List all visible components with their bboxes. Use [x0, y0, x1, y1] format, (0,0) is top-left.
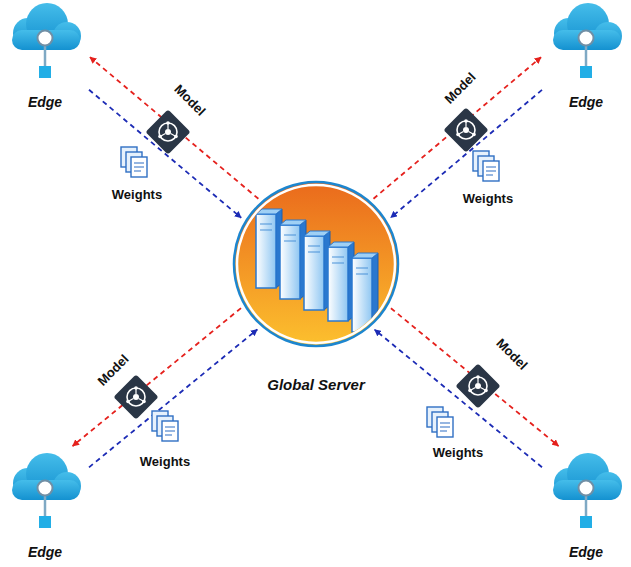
model-label: Model [93, 350, 133, 390]
model-arrow [73, 308, 241, 446]
edge-node: Edge [4, 0, 86, 112]
model-arrow [391, 308, 559, 446]
weights-label: Weights [461, 191, 515, 206]
weights-label: Weights [431, 445, 485, 460]
weights-label: Weights [110, 187, 164, 202]
server-label: Global Server [267, 376, 365, 393]
edge-node: Edge [545, 0, 627, 112]
weights-arrow [89, 330, 257, 468]
edge-cloud [4, 450, 86, 540]
edge-label: Edge [28, 544, 62, 560]
server-node: Global Server [232, 180, 400, 348]
weights-arrow [375, 330, 542, 468]
model-arrow [90, 57, 258, 199]
edge-node: Edge [545, 450, 627, 562]
edge-node: Edge [4, 450, 86, 562]
model-label: Model [440, 68, 480, 108]
weights-label: Weights [138, 454, 192, 469]
model-icon [113, 107, 500, 419]
edge-label: Edge [569, 94, 603, 110]
edge-cloud [545, 0, 627, 90]
edge-cloud [545, 450, 627, 540]
edge-label: Edge [28, 94, 62, 110]
weights-arrow [391, 90, 542, 218]
server-racks [256, 209, 378, 332]
model-label: Model [492, 334, 532, 374]
model-arrow [373, 57, 541, 198]
model-label: Model [170, 80, 210, 120]
weights-arrow [89, 90, 241, 218]
edge-label: Edge [569, 544, 603, 560]
edge-cloud [4, 0, 86, 90]
weights-icon [121, 147, 499, 441]
server-circle [232, 180, 400, 348]
